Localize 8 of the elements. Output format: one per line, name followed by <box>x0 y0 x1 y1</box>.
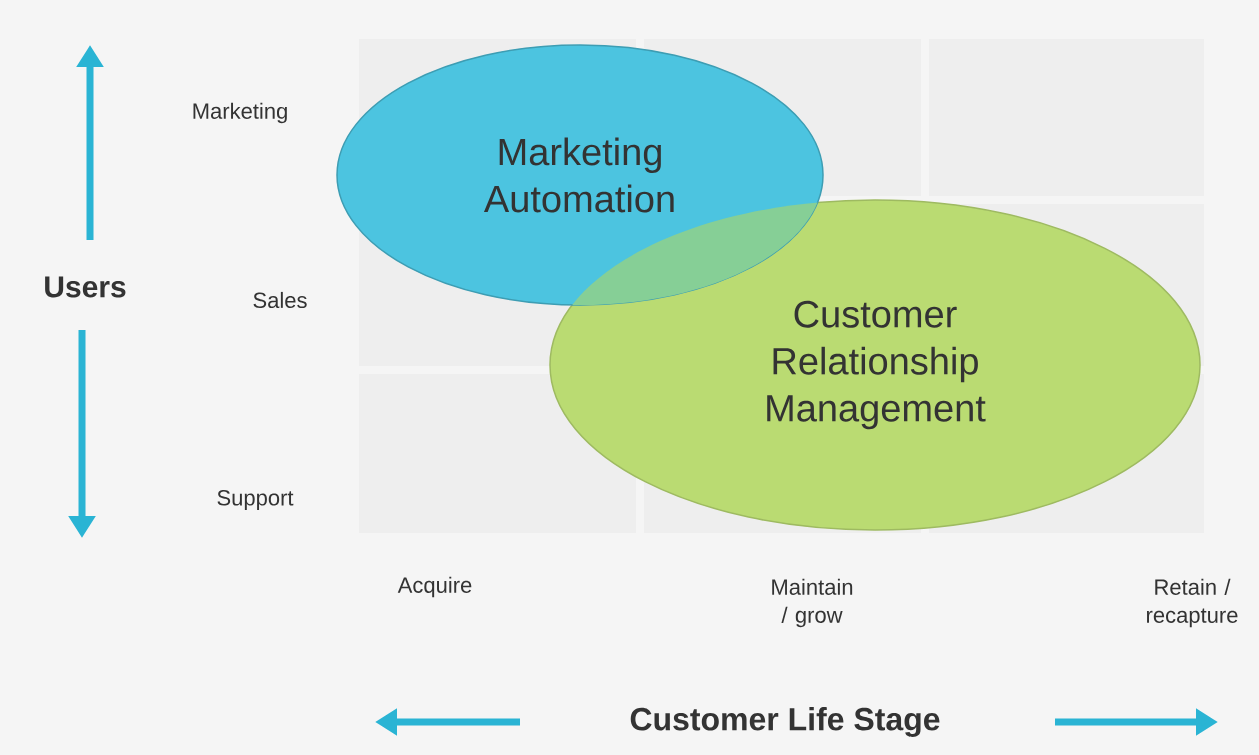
column-label: Acquire <box>397 576 472 598</box>
row-label: Marketing <box>193 102 287 124</box>
row-label: Sales <box>253 291 307 309</box>
column-label: Retain / recapture <box>1147 578 1238 628</box>
axis-title: Users <box>45 276 126 298</box>
row-label: Support <box>217 490 294 510</box>
axis-title: Customer Life Stage <box>630 707 940 737</box>
column-label: Maintain / grow <box>772 578 853 628</box>
